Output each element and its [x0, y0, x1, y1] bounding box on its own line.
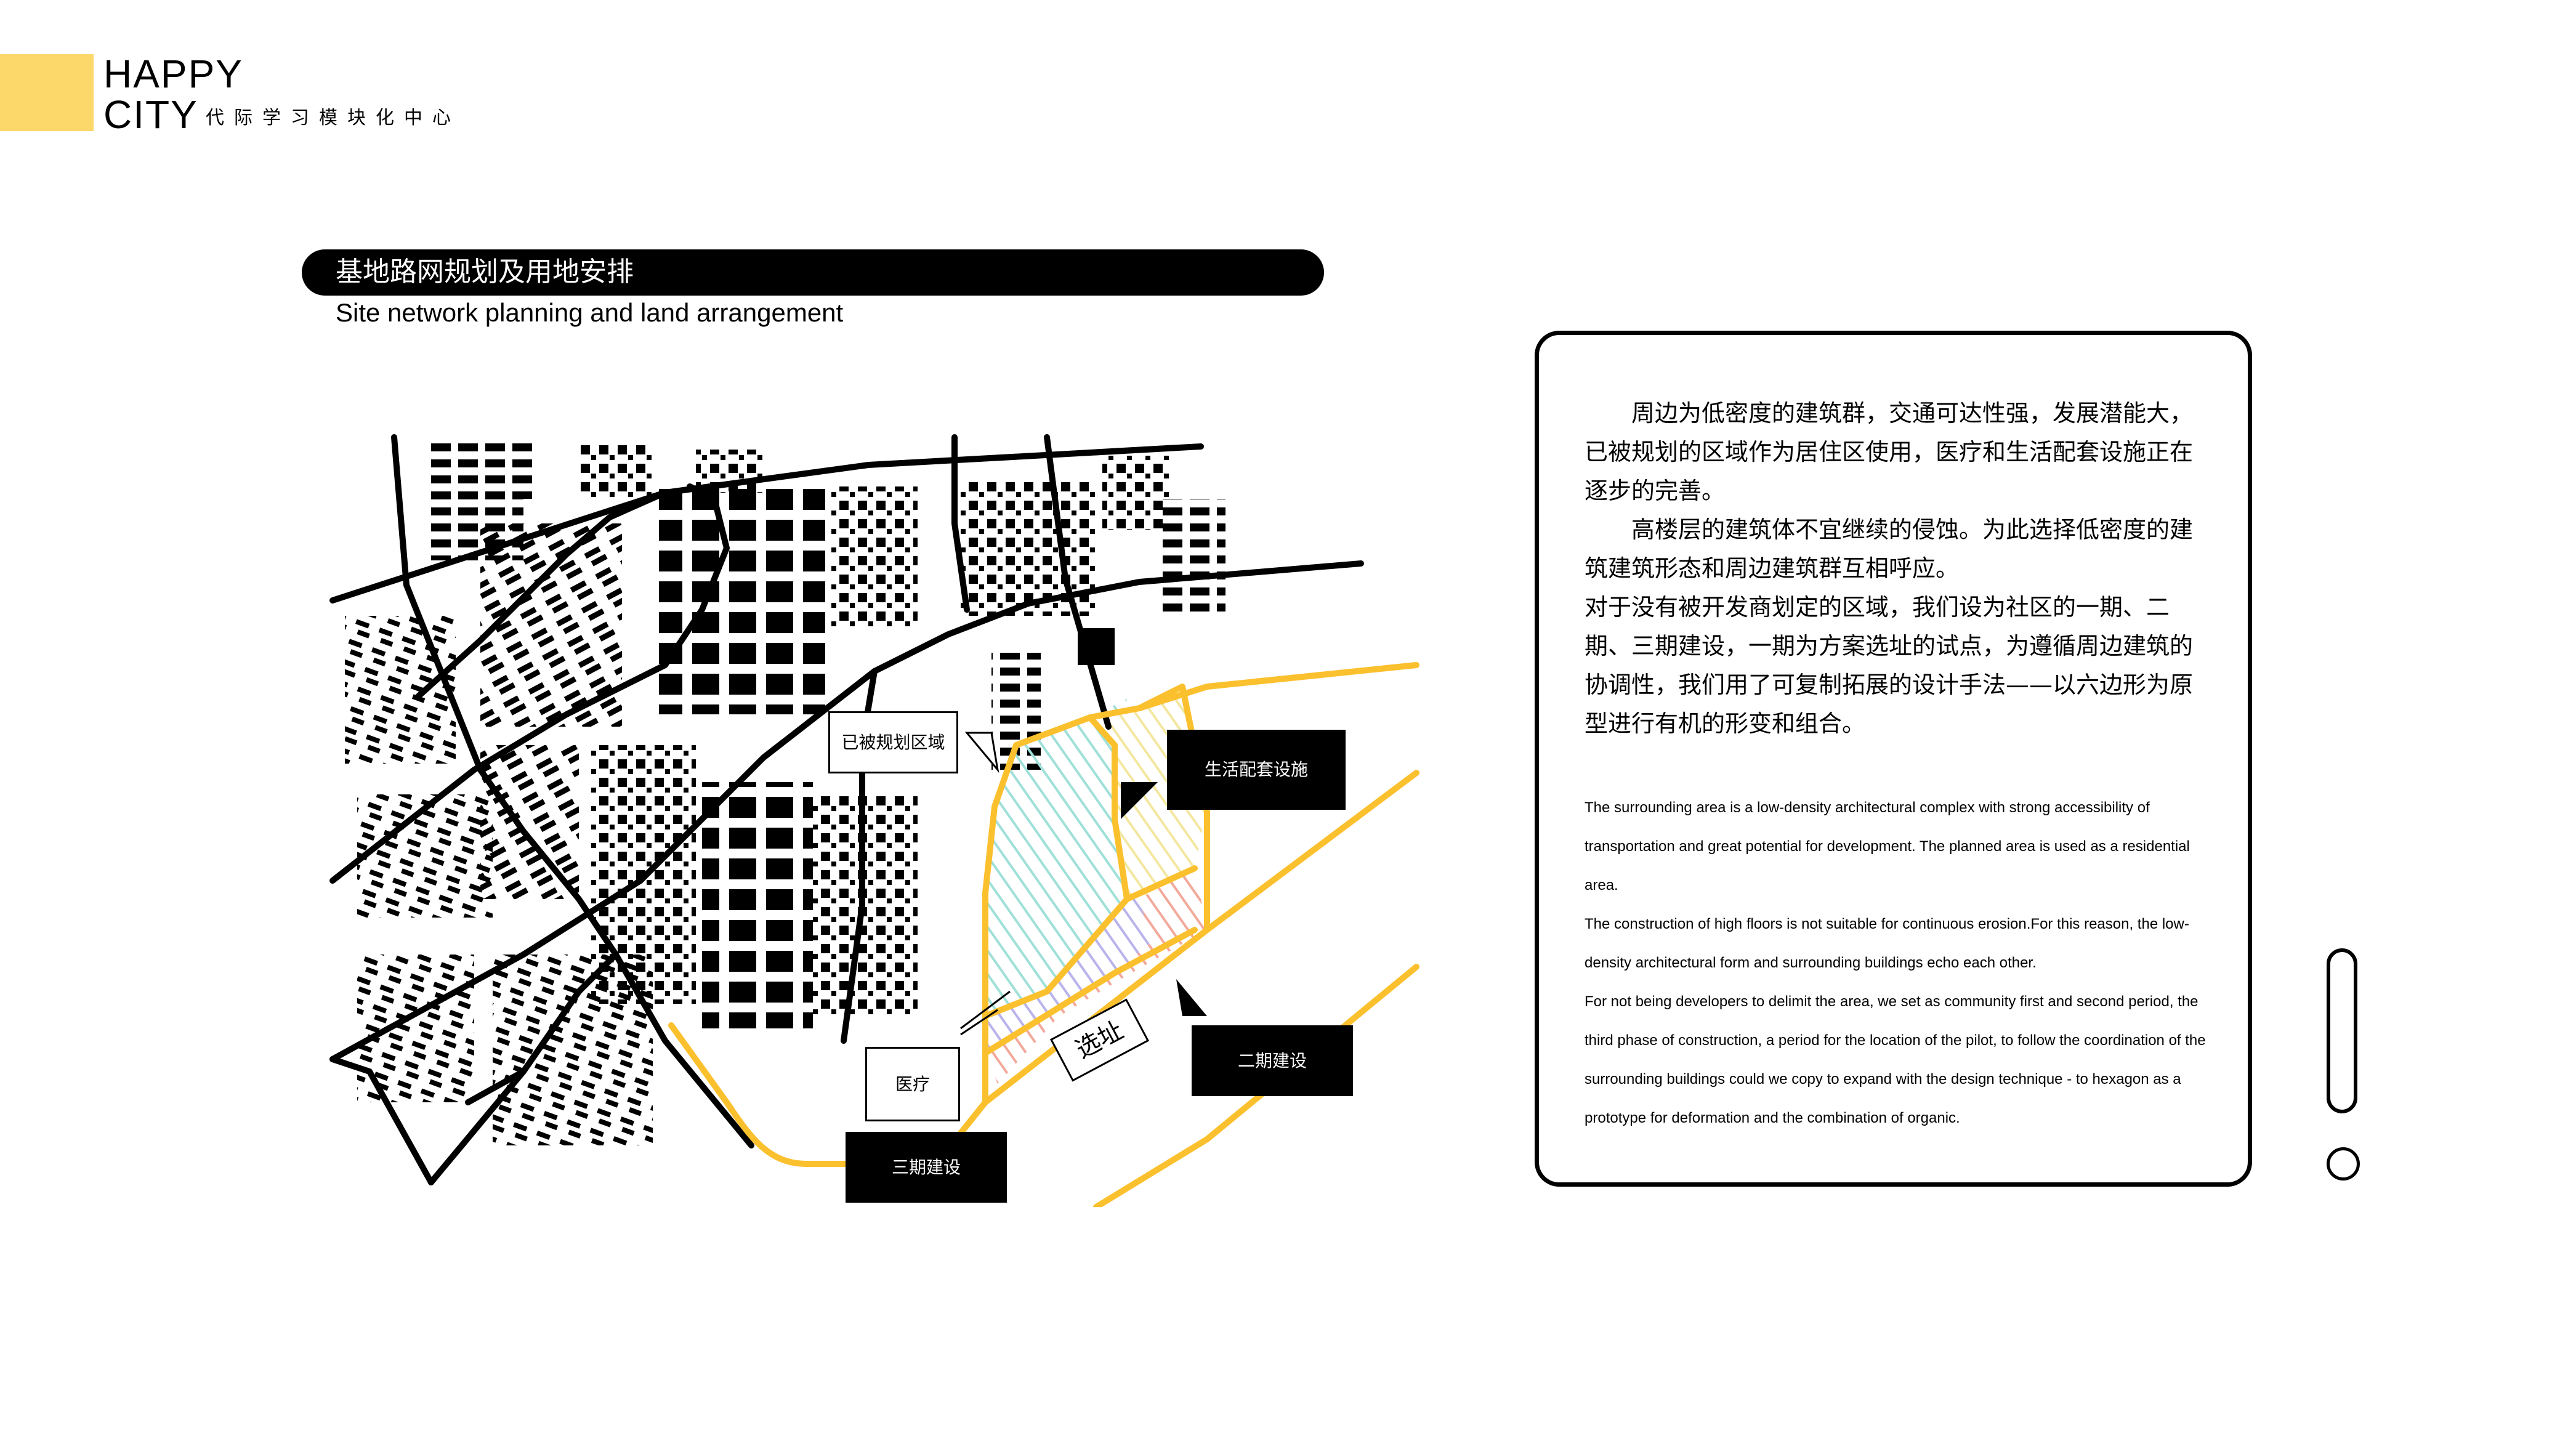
road: [428, 951, 619, 1185]
building-block: [357, 955, 474, 1102]
road: [329, 443, 1204, 603]
road: [1044, 434, 1112, 730]
site-map: [329, 434, 1419, 1207]
planned-area-label: 已被规划区域: [828, 711, 958, 773]
section-title-en: Site network planning and land arrangeme…: [336, 298, 844, 327]
medical-callout-leader: [960, 1009, 998, 1036]
road: [329, 483, 730, 884]
building-block: [831, 486, 918, 628]
phase2-callout-tail: [1176, 979, 1207, 1016]
description-en-paragraph: The construction of high floors is not s…: [1585, 916, 2189, 971]
life-facilities-label: 生活配套设施: [1167, 730, 1346, 810]
planned-area-callout-tail: [964, 732, 999, 773]
road: [391, 434, 754, 1148]
building-block: [579, 443, 653, 499]
description-panel: [1535, 331, 2252, 1187]
description-en: The surrounding area is a low-density ar…: [1585, 788, 2219, 1137]
building-block: [1158, 499, 1225, 616]
phase3-label: 三期建设: [846, 1132, 1007, 1203]
description-cn: 周边为低密度的建筑群，交通可达性强，发展潜能大，已被规划的区域作为居住区使用，医…: [1585, 394, 2213, 743]
building-block: [659, 480, 825, 714]
building-block: [702, 782, 813, 1028]
logo-subtitle: 代际学习模块化中心: [206, 107, 461, 129]
facilities-callout-tail: [1121, 782, 1158, 819]
road-network: [329, 434, 1364, 1185]
road: [951, 434, 970, 613]
building-block: [480, 745, 579, 899]
road: [465, 1068, 527, 1105]
building-block: [480, 523, 622, 727]
page-indicator-dot[interactable]: [2327, 1147, 2360, 1181]
section-title-bar: [302, 249, 1324, 296]
phase-red-zone: [985, 868, 1207, 1084]
description-cn-paragraph: 对于没有被开发商划定的区域，我们设为社区的一期、二期、三期建设，一期为方案选址的…: [1585, 594, 2194, 737]
logo-happy-text: HAPPY: [103, 52, 243, 96]
medical-callout-leader: [960, 990, 1011, 1030]
phase-purple-zone: [985, 899, 1152, 1053]
phase2-label: 二期建设: [1192, 1025, 1353, 1096]
building-block: [357, 794, 493, 918]
section-title-cn: 基地路网规划及用地安排: [336, 256, 634, 288]
description-cn-paragraph: 周边为低密度的建筑群，交通可达性强，发展潜能大，已被规划的区域作为居住区使用，医…: [1585, 400, 2194, 504]
road: [841, 668, 878, 1044]
building-fabric: [345, 443, 1225, 1145]
logo-city-text: CITY: [103, 92, 198, 137]
building-block: [468, 443, 536, 499]
description-en-paragraph: For not being developers to delimit the …: [1585, 993, 2206, 1126]
building-block: [345, 616, 456, 764]
description-en-paragraph: The surrounding area is a low-density ar…: [1585, 799, 2190, 894]
road: [329, 1056, 434, 1185]
building-block: [493, 955, 653, 1145]
logo-accent-square: [0, 54, 94, 131]
road: [416, 490, 668, 699]
medical-label: 医疗: [865, 1047, 960, 1121]
scroll-handle[interactable]: [2327, 948, 2357, 1113]
description-cn-paragraph: 高楼层的建筑体不宜继续的侵蚀。为此选择低密度的建筑建筑形态和周边建筑群互相呼应。: [1585, 516, 2194, 582]
